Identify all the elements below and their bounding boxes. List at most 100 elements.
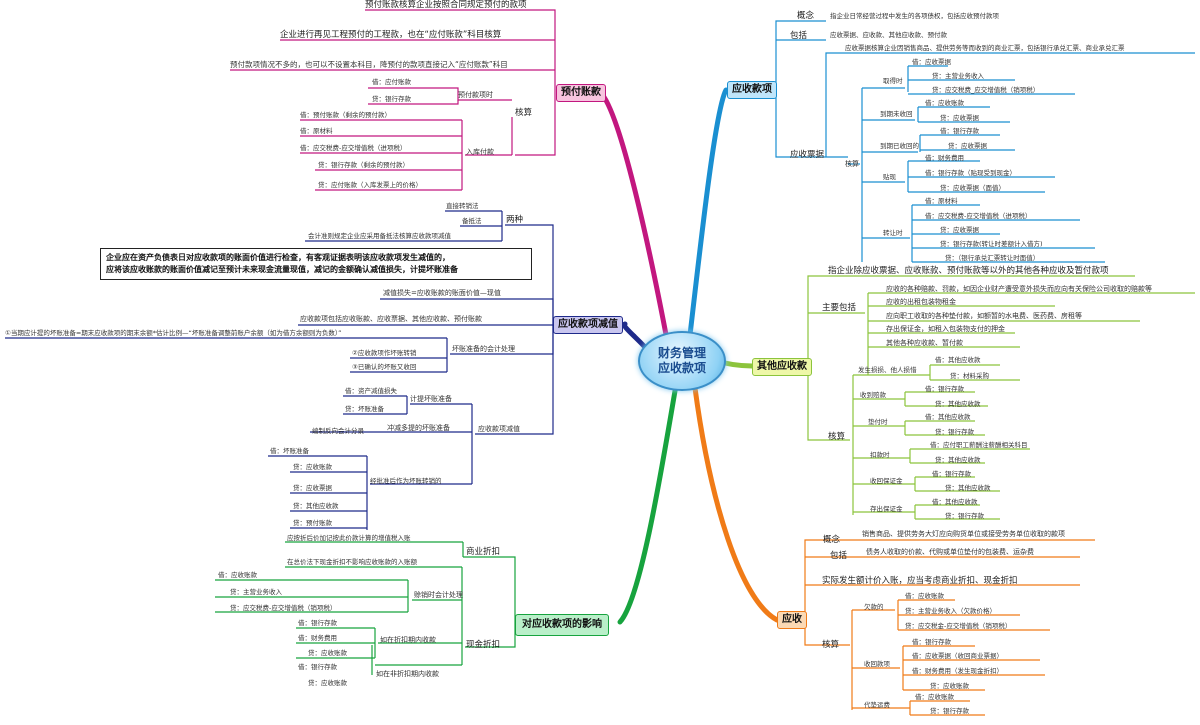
effect-within-3: 贷：应收账款 [308, 649, 347, 657]
prepay-entry-4: 借：原材料 [300, 127, 333, 135]
other-deposit-back: 收回保证金 [870, 477, 903, 485]
effect-outside-2: 贷：应收账款 [308, 679, 347, 687]
recv-transfer-4: 贷：银行存款(转让时差额计入借方) [940, 240, 1043, 248]
recv-acquire-3: 贷：应交税费_应交增值税（销项税） [932, 86, 1040, 94]
impair-note-line-2: 应将该应收账款的账面价值减记至预计未来现金流量现值，减记的金额确认减值损失，计提… [106, 265, 458, 274]
central-topic[interactable]: 财务管理 应收款项 [638, 331, 726, 391]
effect-within-1: 借：银行存款 [298, 619, 337, 627]
prepay-entry-5: 借：应交税费-应交增值税（进项税） [300, 144, 407, 152]
recv-includes: 包括 [790, 31, 808, 41]
ar-collect-4: 贷：应收账款 [930, 682, 969, 690]
ar-credit: 欠款的 [864, 603, 884, 611]
impair-note-box: 企业应在资产负债表日对应收款项的账面价值进行检查，有客观证据表明该应收款项发生减… [100, 248, 532, 280]
impair-writeoff-3: 贷：应收票据 [293, 484, 332, 492]
effect-outside-1: 借：银行存款 [298, 663, 337, 671]
impair-receivable-impair: 应收款项减值 [478, 425, 520, 433]
effect-outside-period: 如在非折扣期内收款 [376, 670, 439, 678]
ar-freight: 代垫运费 [864, 701, 890, 709]
other-header: 指企业除应收票据、应收账款、预付账款等以外的其他各种应收及暂付款项 [828, 266, 1109, 276]
recv-concept: 概念 [797, 11, 815, 21]
recv-discount-1: 借：财务费用 [925, 154, 964, 162]
recv-transfer-1: 借：原材料 [925, 197, 958, 205]
prepay-note-2: 企业进行再见工程预付的工程款，也在“应付账款”科目核算 [280, 30, 502, 40]
recv-transfer-2: 借：应交税费-应交增值税（进项税） [925, 212, 1032, 220]
ar-accounting: 核算 [822, 640, 840, 650]
recv-due-unpaid: 到期未收回 [880, 110, 913, 118]
impair-formula-1: ①当期应计提的坏账准备=期末应收款项的期末余额*估计比例—“坏账准备调整前账户余… [5, 329, 342, 337]
ar-collect-1: 借：银行存款 [912, 638, 951, 646]
other-received-1: 借：银行存款 [925, 385, 964, 393]
other-loss: 发生损损、他人损惜 [858, 366, 917, 374]
ar-includes-desc: 债务人收取的价款、代购或单位垫付的包装费、运杂费 [866, 548, 1034, 556]
impair-accrue-2: 贷：坏账准备 [345, 405, 384, 413]
other-deposit-out: 存出保证金 [870, 505, 903, 513]
recv-discount-2: 借：银行存款（贴现受到现金） [925, 169, 1016, 177]
ar-measure: 实际发生额计价入账，应当考虑商业折扣、现金折扣 [822, 576, 1018, 586]
impair-writeoff-4: 贷：其他应收款 [293, 502, 339, 510]
other-advance-2: 贷：银行存款 [935, 428, 974, 436]
recv-transfer: 转让时 [883, 229, 903, 237]
branch-ar[interactable]: 应收 [777, 611, 807, 629]
branch-other[interactable]: 其他应收款 [752, 358, 812, 376]
center-line-2: 应收款项 [657, 361, 706, 375]
impair-reverse: 冲减多提的坏账准备 [387, 424, 450, 432]
other-received: 收到赔款 [860, 391, 886, 399]
ar-freight-1: 借：应收账款 [915, 693, 954, 701]
branch-receivable[interactable]: 应收款项 [727, 81, 777, 99]
effect-credit-2: 贷：主营业务收入 [230, 588, 282, 596]
other-item-3: 应向职工收取的各种垫付款，如额暂的水电费、医药费、房租等 [886, 312, 1082, 320]
effect-cash-desc: 在总价法下现金折扣不影响应收账款的入账额 [287, 558, 417, 566]
impair-step-3: ③已确认的坏账又收回 [352, 363, 417, 371]
recv-transfer-5: 贷：（银行承兑汇票转让时面值） [945, 254, 1040, 262]
ar-collect: 收回款项 [864, 660, 890, 668]
other-deduct-2: 贷：其他应收款 [935, 456, 981, 464]
recv-concept-desc: 指企业日常经营过程中发生的各项债权，包括应收预付款项 [830, 12, 999, 20]
other-deduct: 扣款时 [870, 451, 890, 459]
impair-direct-writeoff: 直接转销法 [446, 202, 479, 210]
other-received-2: 贷：其他应收款 [935, 400, 981, 408]
other-item-2: 应收的出租包装物租金 [886, 298, 956, 306]
branch-effect[interactable]: 对应收款项的影响 [515, 614, 609, 636]
recv-transfer-3: 贷：应收票据 [940, 226, 979, 234]
recv-due-unpaid-1: 借：应收账款 [925, 99, 964, 107]
prepay-entry-3: 借：预付账款（剩余的预付款） [300, 111, 391, 119]
impair-rule: 会计准则规定企业应采用备抵法核算应收款项减值 [308, 232, 451, 240]
effect-credit-sale: 赊销时会计处理 [414, 591, 463, 599]
impair-writeoff-1: 借：坏账准备 [270, 447, 309, 455]
ar-includes: 包括 [830, 551, 848, 561]
impair-accrue: 计提坏账准备 [410, 395, 452, 403]
other-deposit-back-1: 借：银行存款 [932, 470, 971, 478]
impair-scope: 应收款项包括应收账款、应收票据、其他应收款、预付账款 [300, 315, 482, 323]
other-accounting: 核算 [828, 432, 846, 442]
recv-due-paid-1: 借：银行存款 [940, 127, 979, 135]
effect-credit-1: 借：应收账款 [218, 571, 257, 579]
effect-cash-discount: 现金折扣 [466, 640, 501, 650]
other-main-includes: 主要包括 [822, 303, 857, 313]
ar-concept-desc: 销售商品、提供劳务大灯应向购货单位或接受劳务单位收取的款项 [862, 530, 1065, 538]
recv-due-paid-2: 贷：应收票据 [948, 142, 987, 150]
impair-note-line-1: 企业应在资产负债表日对应收款项的账面价值进行检查，有客观证据表明该应收款项发生减… [106, 253, 450, 262]
ar-freight-2: 贷：银行存款 [930, 707, 969, 715]
impair-writeoff-5: 贷：预付账款 [293, 519, 332, 527]
recv-discount-3: 贷：应收票据（面值） [940, 184, 1005, 192]
other-item-1: 应收的各种赔款、罚款，如因企业财产遭受意外损失而应向有关保险公司收取的赔款等 [886, 285, 1152, 293]
recv-includes-desc: 应收票据、应收款、其他应收款、预付款 [830, 31, 947, 39]
other-deposit-out-2: 贷：银行存款 [945, 512, 984, 520]
recv-acquire-1: 借：应收票据 [912, 58, 951, 66]
recv-notes-desc: 应收票据核算企业因销售商品、提供劳务等而收到的商业汇票，包括银行承兑汇票、商业承… [845, 44, 1125, 52]
branch-prepay[interactable]: 预付账款 [556, 84, 606, 102]
other-deduct-1: 借：应付职工薪酬注薪酬相关科目 [930, 441, 1028, 449]
impair-reverse-entry: 编制反向会计分录 [312, 427, 364, 435]
recv-acquire: 取得时 [883, 77, 903, 85]
branch-impair[interactable]: 应收款项减值 [553, 316, 623, 334]
prepay-hesuan: 核算 [515, 108, 533, 118]
ar-credit-3: 贷：应交税金-应交增值税（销项税） [905, 622, 1012, 630]
other-loss-2: 贷：材料采购 [950, 372, 989, 380]
impair-accrue-1: 借：资产减值损失 [345, 387, 397, 395]
ar-collect-3: 借：财务费用（发生现金折扣） [912, 667, 1003, 675]
effect-trade-discount: 商业折扣 [466, 547, 501, 557]
center-line-1: 财务管理 [657, 346, 706, 360]
recv-notes: 应收票据 [790, 150, 825, 160]
